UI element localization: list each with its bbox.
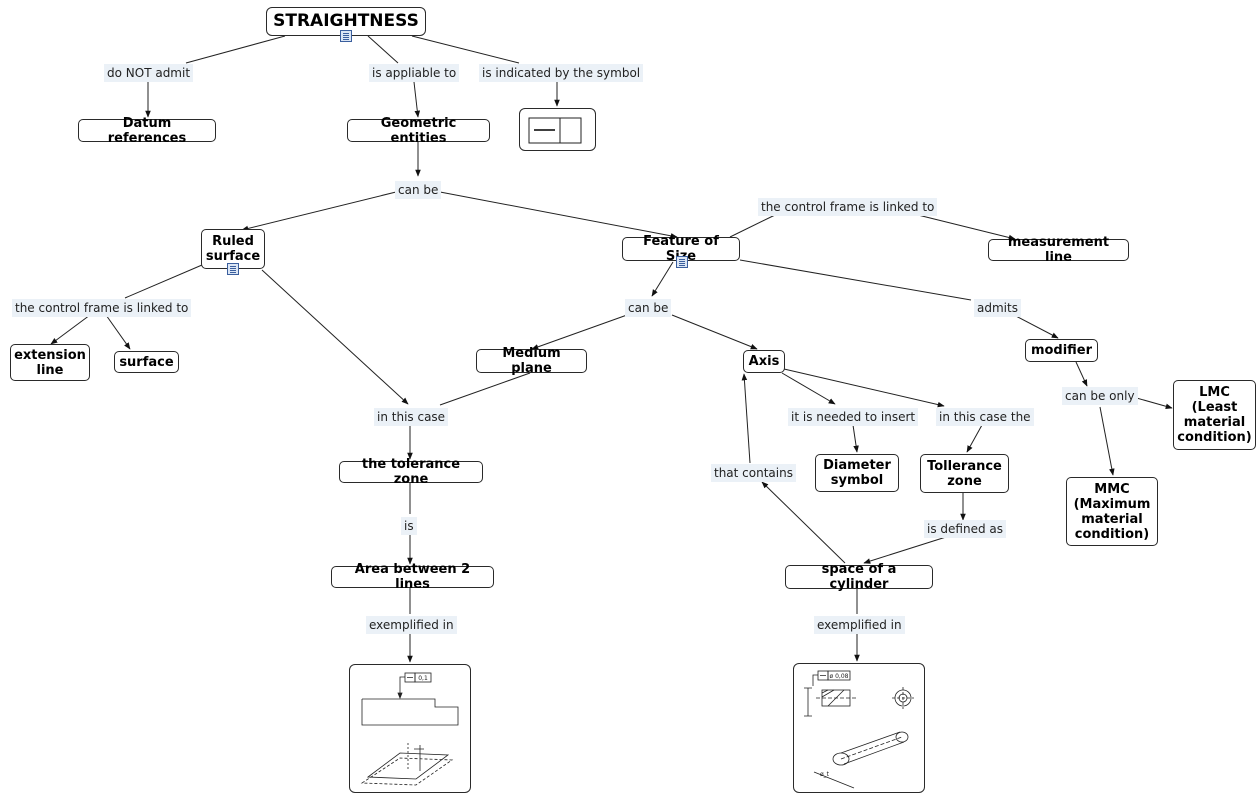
link-admits[interactable]: admits [974, 299, 1021, 317]
concept-mmc[interactable]: MMC (Maximum material condition) [1066, 477, 1158, 546]
link-control-frame-ruled[interactable]: the control frame is linked to [12, 299, 192, 317]
tolerance-value: 0,1 [418, 675, 428, 682]
concept-the-tolerance-zone[interactable]: the tolerance zone [339, 457, 483, 487]
link-exemplified-in[interactable]: exemplified in [814, 616, 905, 634]
concept-extension-line[interactable]: extension line [10, 344, 90, 381]
link-in-this-case[interactable]: in this case [374, 408, 449, 426]
link-that-contains[interactable]: that contains [711, 464, 796, 482]
concept-modifier[interactable]: modifier [1025, 339, 1098, 362]
concept-axis[interactable]: Axis [743, 350, 785, 373]
link-control-frame-fos[interactable]: the control frame is linked to [758, 198, 938, 216]
concept-tollerance-zone[interactable]: Tollerance zone [920, 454, 1009, 493]
link-is[interactable]: is [401, 517, 417, 535]
link-exemplified-in[interactable]: exemplified in [366, 616, 457, 634]
straightness-symbol-image [519, 108, 596, 151]
link-can-be-only[interactable]: can be only [1062, 387, 1138, 405]
link-in-this-case-the[interactable]: in this case the [936, 408, 1034, 426]
concept-area-between-lines[interactable]: Area between 2 lines [331, 562, 494, 592]
concept-measurement-line[interactable]: measurement line [988, 235, 1129, 265]
cylinder-example-drawing: ø 0,08 ø_t [793, 663, 925, 793]
tolerance-value: ø 0,08 [830, 673, 849, 680]
concept-feature-of-size[interactable]: Feature of Size [622, 234, 740, 264]
link-is-indicated-by[interactable]: is indicated by the symbol [479, 64, 644, 82]
dimension-label: ø_t [820, 771, 830, 778]
concept-medium-plane[interactable]: Medium plane [476, 346, 587, 376]
document-resource-icon[interactable] [676, 256, 688, 268]
concept-datum-references[interactable]: Datum references [78, 116, 216, 146]
link-can-be[interactable]: can be [395, 181, 442, 199]
concept-space-of-cylinder[interactable]: space of a cylinder [785, 562, 933, 592]
concept-geometric-entities[interactable]: Geometric entities [347, 116, 490, 146]
area-example-drawing: 0,1 [349, 664, 471, 793]
concept-diameter-symbol[interactable]: Diameter symbol [815, 454, 899, 492]
link-is-defined-as[interactable]: is defined as [924, 520, 1006, 538]
link-is-needed-to-insert[interactable]: it is needed to insert [788, 408, 919, 426]
concept-lmc[interactable]: LMC (Least material condition) [1173, 380, 1256, 450]
document-resource-icon[interactable] [227, 263, 239, 275]
document-resource-icon[interactable] [340, 30, 352, 42]
link-can-be[interactable]: can be [625, 299, 672, 317]
concept-surface[interactable]: surface [114, 351, 179, 373]
link-is-appliable-to[interactable]: is appliable to [369, 64, 460, 82]
link-do-not-admit[interactable]: do NOT admit [104, 64, 194, 82]
